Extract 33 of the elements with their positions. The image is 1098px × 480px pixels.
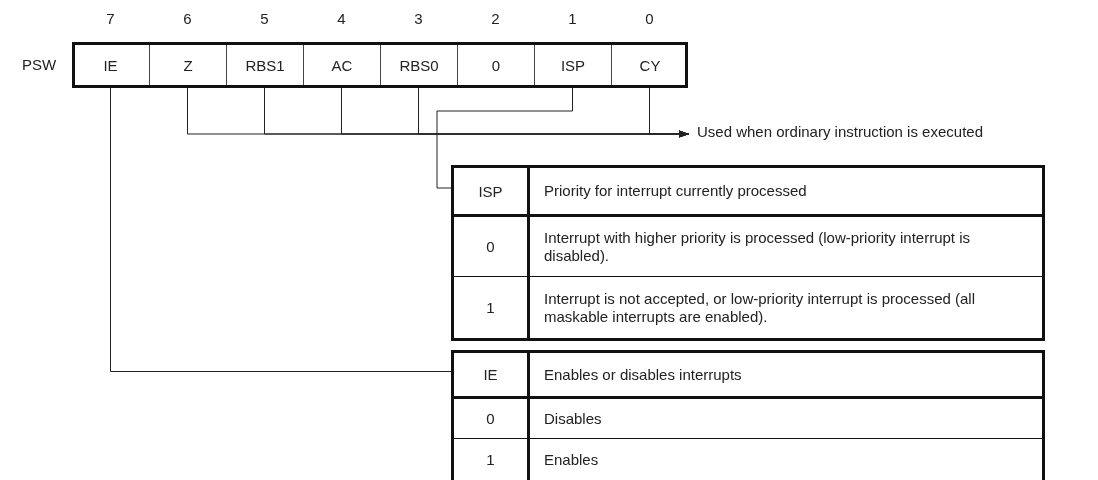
note-text: Used when ordinary instruction is executed [697,123,983,140]
bit-value: 0 [454,217,530,276]
setting-description: Interrupt is not accepted, or low-priority interrupt is processed (all maskable interrupts are enabled). [543,288,976,327]
bit-number: 2 [490,10,501,27]
bit-field: CY [611,45,688,85]
bit-description: Priority for interrupt currently processed [543,181,808,201]
bit-value: 1 [454,439,530,480]
setting-description: Disables [543,408,603,429]
bit-name: IE [454,353,530,396]
bit-number: 5 [259,10,270,27]
setting-description: Enables [543,449,600,470]
bit-field: Z [149,45,226,85]
setting-description: Interrupt with higher priority is processed (low-priority interrupt is disabled). [543,227,971,266]
bit-number: 3 [413,10,424,27]
bit-number: 4 [336,10,347,27]
bit-field: IE [72,45,149,85]
bit-field: ISP [534,45,611,85]
connector-line [436,87,573,189]
bit-number: 0 [644,10,655,27]
bit-field: 0 [457,45,534,85]
bit-number: 7 [105,10,116,27]
register-name: PSW [22,56,57,73]
bit-field: AC [303,45,380,85]
arrow [649,87,690,138]
bit-name: ISP [454,168,530,214]
bit-field: RBS0 [380,45,457,85]
bit-value: 1 [454,277,530,338]
bit-value: 0 [454,399,530,438]
bit-field: RBS1 [226,45,303,85]
connector-line [110,87,452,372]
bit-number: 1 [567,10,578,27]
bit-description: Enables or disables interrupts [543,364,743,385]
bit-number: 6 [182,10,193,27]
